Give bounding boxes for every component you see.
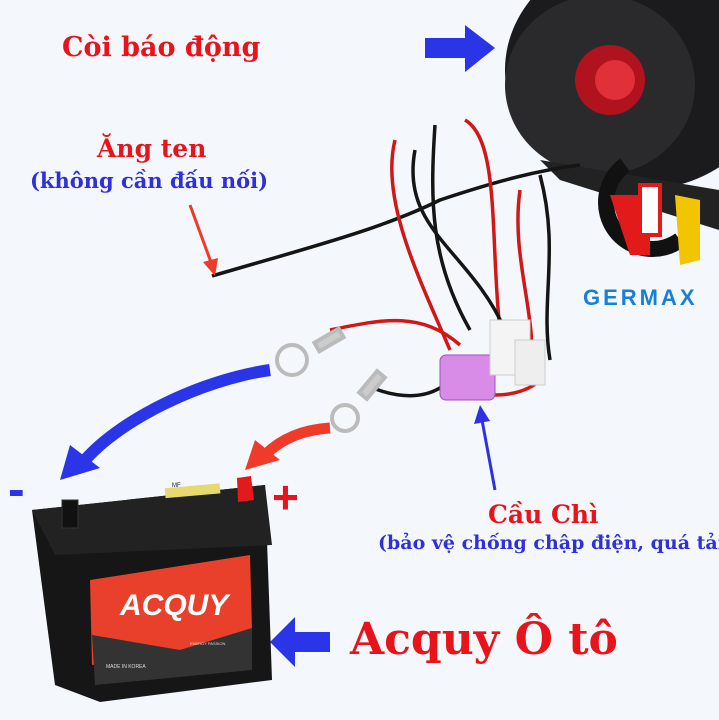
siren-image (505, 0, 719, 230)
arrow-negative (60, 364, 271, 480)
fuse-label: Cầu Chì (488, 500, 599, 529)
battery-brand: ACQUY (119, 589, 231, 622)
battery-mf: MF (172, 483, 181, 489)
antenna-note: (không cần đấu nối) (30, 168, 269, 193)
battery-made-in: MADE IN KOREA (106, 664, 146, 670)
logo-text: GERMAX (583, 285, 698, 310)
arrow-battery (270, 617, 330, 667)
positive-sign: + (272, 471, 299, 523)
arrow-antenna (188, 204, 218, 276)
negative-sign: - (8, 461, 25, 517)
ring-terminals (275, 325, 388, 433)
battery-label: Acquy Ô tô (350, 614, 618, 665)
siren-label: Còi báo động (62, 32, 261, 63)
battery-slogan: ENERGY PASSION (190, 641, 226, 646)
arrow-fuse (474, 405, 497, 491)
antenna-label: Ăng ten (97, 134, 207, 163)
fuse-note: (bảo vệ chống chập điện, quá tải) (378, 532, 719, 554)
germax-logo: GERMAX (583, 158, 700, 310)
fuse-image (439, 319, 546, 401)
arrow-positive (245, 422, 331, 470)
arrow-siren (425, 25, 495, 72)
battery-image: ACQUY MADE IN KOREA ENERGY PASSION MF (32, 476, 272, 702)
